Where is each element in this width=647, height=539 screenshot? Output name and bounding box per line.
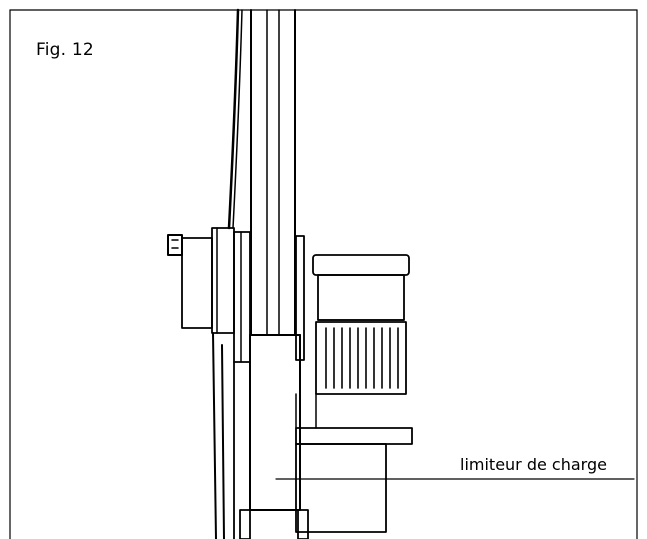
page-border [9,9,638,539]
motor-cooling-fins [315,321,407,395]
limit-switch-bracket [167,227,235,334]
carriage-body [239,334,309,539]
figure-label: Fig. 12 [36,40,94,60]
pulley-plate [233,231,305,363]
lifting-rope [227,8,243,230]
motor-housing [312,254,410,321]
load-limiter-block [295,443,387,533]
lower-cables [212,332,235,539]
motor-mount-plate [295,393,413,445]
mast-rails [250,9,296,336]
callout-load-limiter: limiteur de charge [460,455,607,474]
